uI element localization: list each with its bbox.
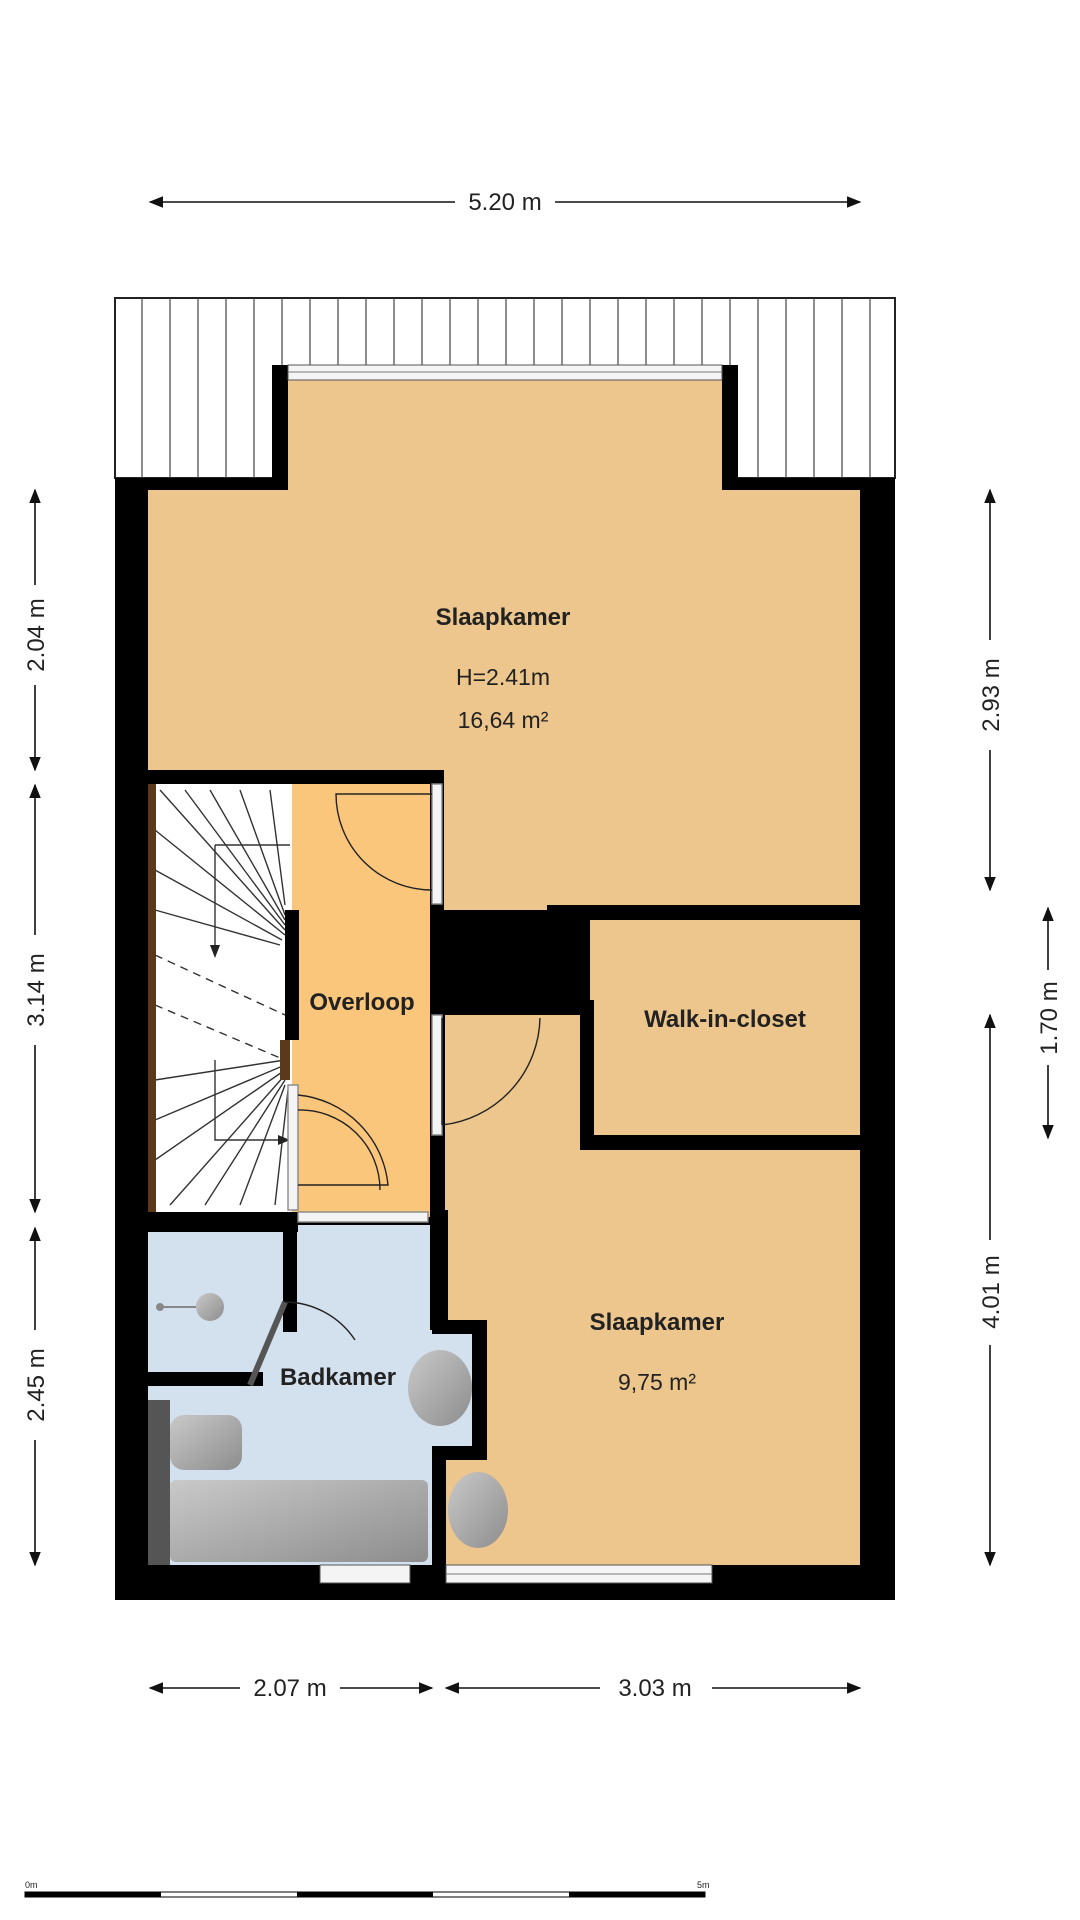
room-area-slaapkamer-large: 16,64 m² — [458, 707, 549, 733]
room-area-slaapkamer-small: 9,75 m² — [618, 1369, 696, 1395]
sink-icon — [408, 1350, 472, 1426]
room-height-slaapkamer-large: H=2.41m — [456, 664, 550, 690]
bathroom-fixtures — [148, 1293, 508, 1565]
staircase — [148, 782, 292, 1212]
sink-small-icon — [448, 1472, 508, 1548]
doors — [247, 783, 541, 1387]
dim-right-top: 2.93 m — [978, 658, 1005, 731]
dim-bottom-right: 3.03 m — [618, 1675, 691, 1702]
scale-label-end: 5m — [697, 1880, 710, 1890]
dimension-lines — [29, 196, 1054, 1694]
windows — [287, 364, 723, 1584]
dim-left-middle: 3.14 m — [23, 953, 50, 1026]
room-label-walk-in-closet: Walk-in-closet — [644, 1006, 806, 1033]
scale-bar: 0m 5m — [24, 1880, 710, 1898]
room-label-slaapkamer-small: Slaapkamer — [590, 1309, 725, 1336]
scale-label-start: 0m — [25, 1880, 38, 1890]
room-label-badkamer: Badkamer — [280, 1364, 396, 1391]
room-label-overloop: Overloop — [309, 989, 414, 1016]
room-overloop-floor — [292, 782, 432, 1217]
dim-right-bottom: 4.01 m — [978, 1255, 1005, 1328]
room-slaapkamer-upper-floor — [440, 770, 860, 910]
shower-drain-icon — [196, 1293, 224, 1321]
dim-top-width: 5.20 m — [468, 189, 541, 216]
dim-bottom-left: 2.07 m — [253, 1675, 326, 1702]
dim-right-closet: 1.70 m — [1036, 981, 1063, 1054]
dim-left-bottom: 2.45 m — [23, 1348, 50, 1421]
toilet-icon — [170, 1415, 242, 1470]
room-label-slaapkamer-large: Slaapkamer — [436, 604, 571, 631]
room-walk-in-closet-floor — [590, 920, 860, 1135]
bathtub-icon — [170, 1480, 428, 1562]
dim-left-top: 2.04 m — [23, 598, 50, 671]
room-slaapkamer-small-floor — [445, 1015, 860, 1565]
